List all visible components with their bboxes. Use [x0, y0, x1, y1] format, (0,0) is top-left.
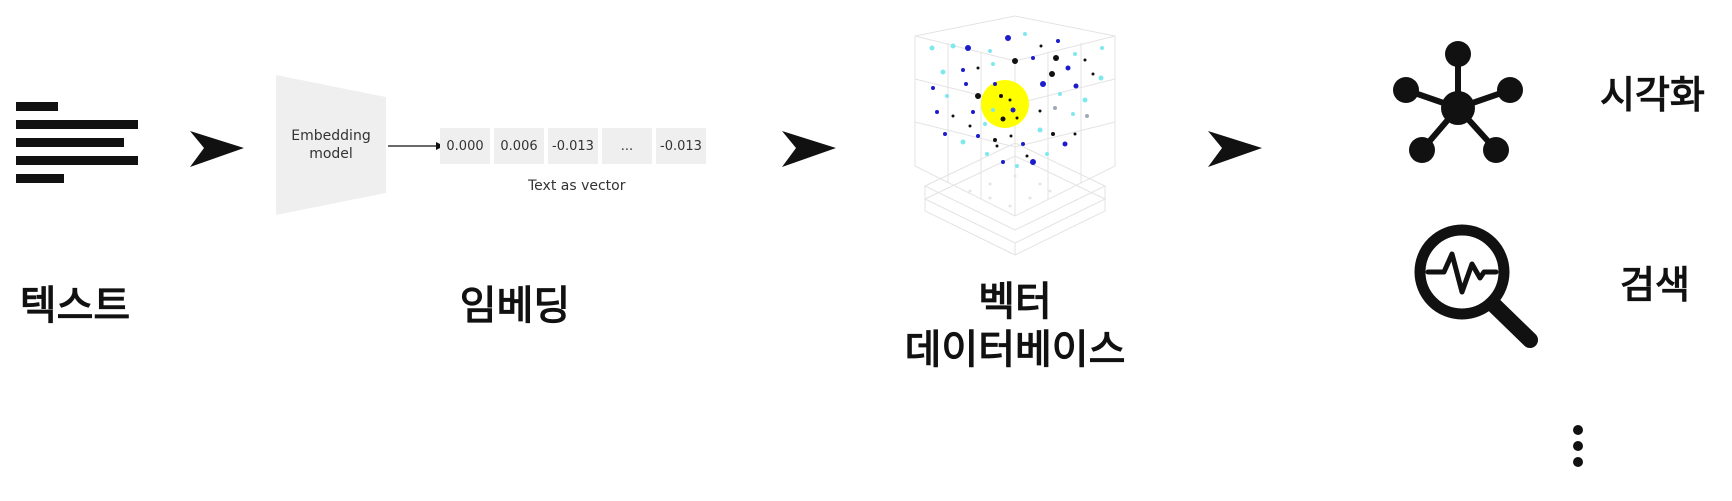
right-arrow-icon	[190, 131, 244, 167]
label-search: 검색	[1620, 263, 1690, 307]
label-vector-database: 벡터 데이터베이스	[900, 278, 1130, 374]
vector-database-icon	[914, 15, 1116, 256]
embedding-model-label-line2: model	[309, 146, 353, 162]
label-vector-database-line2: 데이터베이스	[904, 326, 1126, 373]
text-lines-icon	[16, 102, 138, 183]
label-text: 텍스트	[19, 282, 131, 329]
label-visualization: 시각화	[1600, 73, 1705, 117]
embedding-model-label-line1: Embedding	[291, 128, 371, 144]
vector-cell: -0.013	[548, 128, 598, 164]
vector-cell: -0.013	[656, 128, 706, 164]
small-arrow	[388, 142, 444, 150]
vector-cell: 0.006	[494, 128, 544, 164]
label-vector-database-line1: 벡터	[978, 278, 1052, 325]
embedding-model-shape	[276, 75, 386, 215]
right-arrow-icon	[1208, 131, 1262, 167]
vertical-ellipsis-icon	[1573, 425, 1583, 467]
vector-caption: Text as vector	[528, 178, 626, 194]
label-embedding: 임베딩	[459, 282, 571, 329]
embedding-model-label: Embedding model	[282, 127, 380, 163]
vector-cell: ...	[602, 128, 652, 164]
vector-cell: 0.000	[440, 128, 490, 164]
right-arrow-icon	[782, 131, 836, 167]
network-graph-icon	[1393, 41, 1523, 163]
magnifier-waveform-icon	[1414, 224, 1538, 348]
